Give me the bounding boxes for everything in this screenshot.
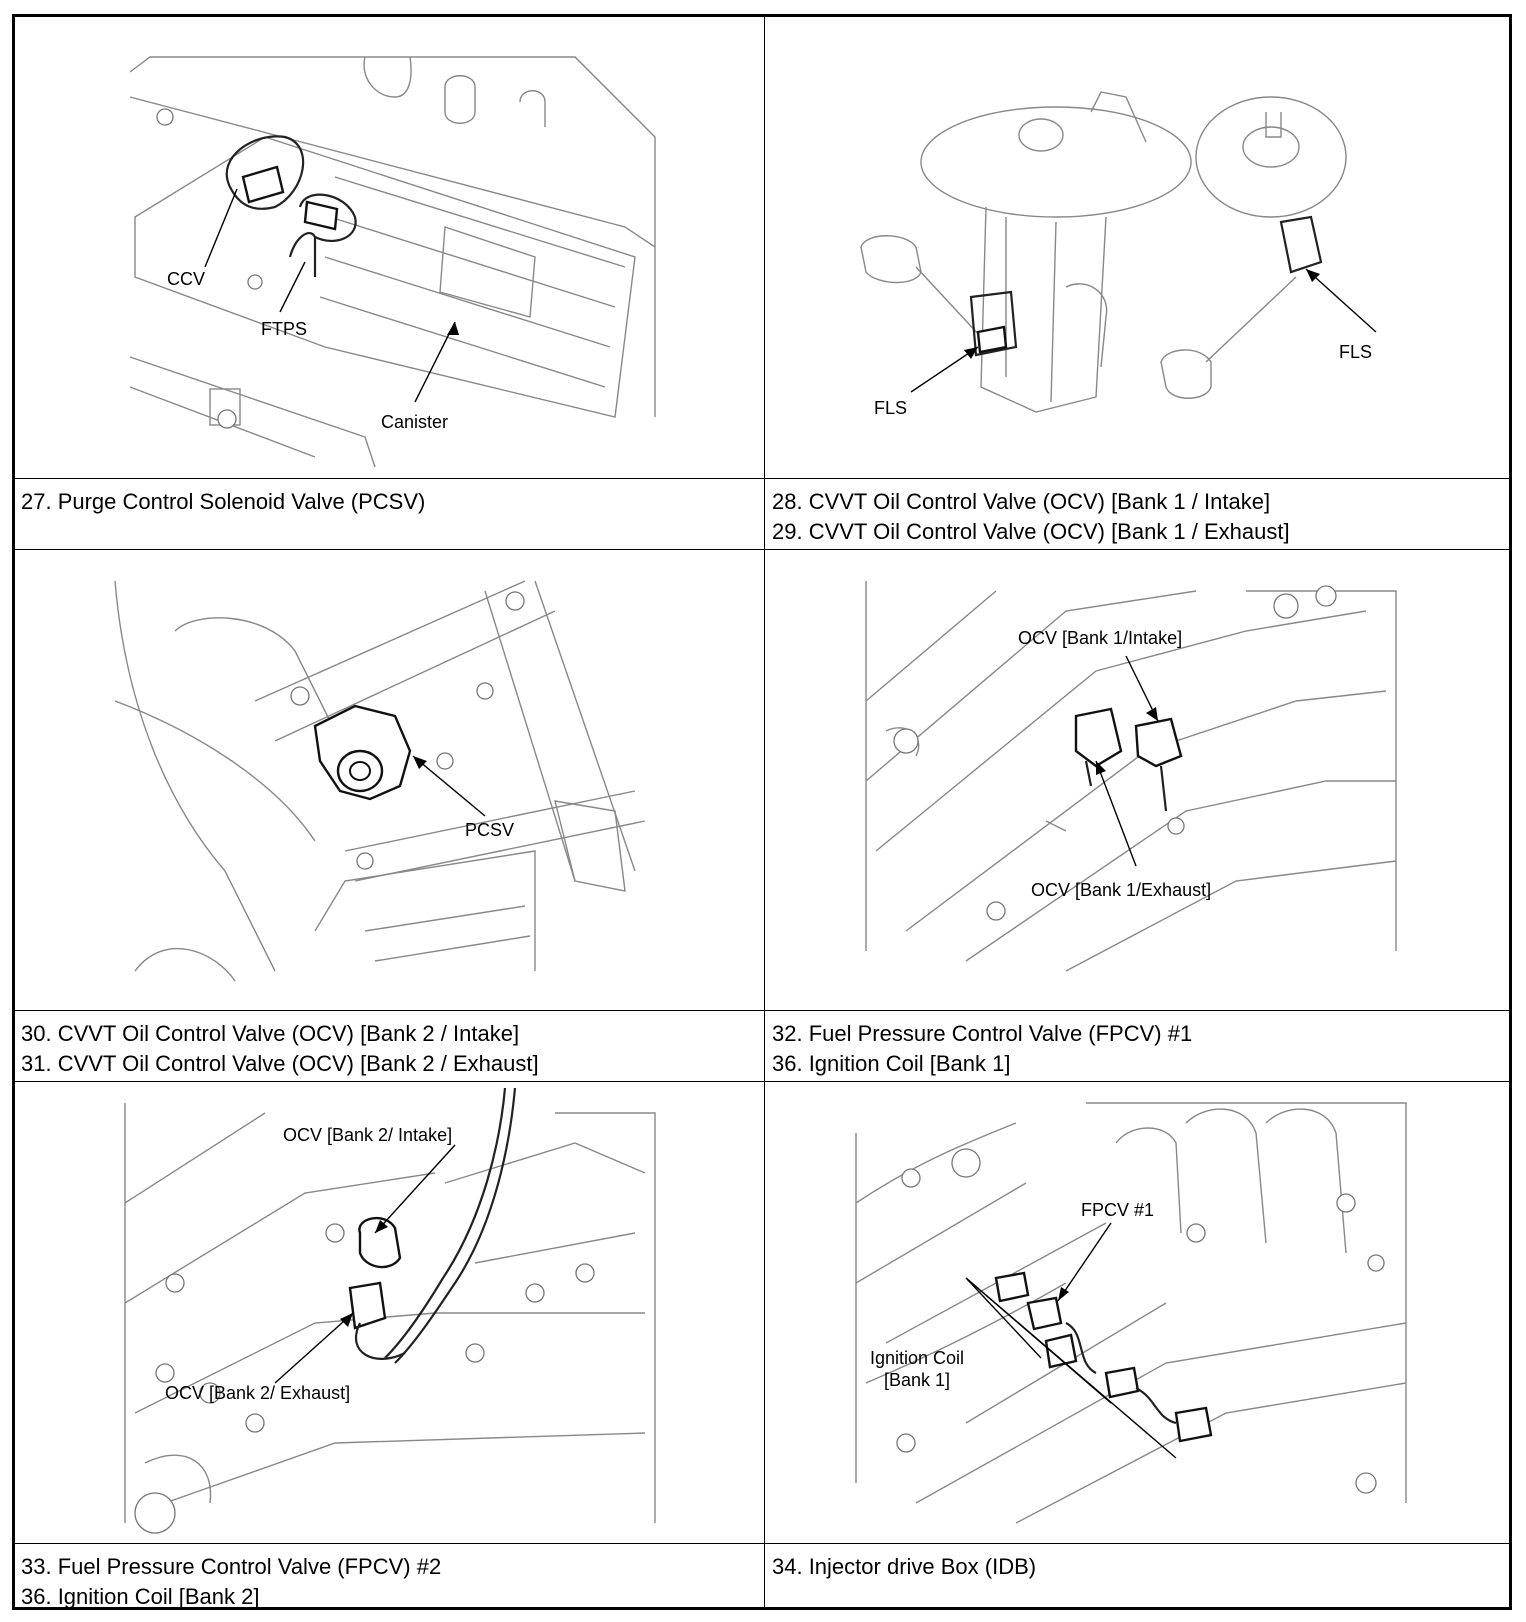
label-canister: Canister bbox=[381, 412, 448, 432]
caption-line: 31. CVVT Oil Control Valve (OCV) [Bank 2… bbox=[21, 1051, 539, 1076]
caption-line: 28. CVVT Oil Control Valve (OCV) [Bank 1… bbox=[772, 489, 1271, 514]
caption-line: 33. Fuel Pressure Control Valve (FPCV) #… bbox=[21, 1554, 442, 1579]
caption-line: 36. Ignition Coil [Bank 2] bbox=[21, 1584, 260, 1609]
diagram-ocv-bank1-drawing bbox=[865, 581, 1397, 972]
diagram-ocv-bank2-drawing bbox=[124, 1087, 656, 1534]
caption-line: 27. Purge Control Solenoid Valve (PCSV) bbox=[21, 489, 426, 514]
label-fls-right: FLS bbox=[1339, 342, 1372, 362]
diagram-pcsv: PCSV bbox=[15, 551, 764, 1010]
row-divider bbox=[15, 549, 1509, 550]
component-location-sheet: CCV FTPS Canister bbox=[12, 14, 1512, 1610]
caption-line: 32. Fuel Pressure Control Valve (FPCV) #… bbox=[772, 1021, 1193, 1046]
label-ocv-bank1-intake: OCV [Bank 1/Intake] bbox=[1018, 628, 1182, 648]
diagram-ocv-bank1: OCV [Bank 1/Intake] OCV [Bank 1/Exhaust] bbox=[766, 551, 1515, 1010]
label-fpcv-1: FPCV #1 bbox=[1081, 1200, 1154, 1220]
column-divider bbox=[764, 17, 765, 1607]
caption-cell: 34. Injector drive Box (IDB) bbox=[766, 1544, 1515, 1610]
caption-cell: 32. Fuel Pressure Control Valve (FPCV) #… bbox=[766, 1011, 1515, 1081]
diagram-fpcv-ignition-drawing bbox=[855, 1102, 1407, 1524]
caption-cell: 28. CVVT Oil Control Valve (OCV) [Bank 1… bbox=[766, 479, 1515, 549]
row-divider bbox=[15, 478, 1509, 479]
label-ocv-bank2-intake: OCV [Bank 2/ Intake] bbox=[283, 1125, 452, 1145]
diagram-fuel-pump-drawing bbox=[860, 91, 1377, 413]
label-fls-left: FLS bbox=[874, 398, 907, 418]
label-ftps: FTPS bbox=[261, 319, 307, 339]
caption-cell: 27. Purge Control Solenoid Valve (PCSV) bbox=[15, 479, 764, 549]
diagram-fuel-level-sensor: FLS FLS bbox=[766, 17, 1515, 478]
caption-line: 36. Ignition Coil [Bank 1] bbox=[772, 1051, 1011, 1076]
label-ccv: CCV bbox=[167, 269, 205, 289]
caption-cell: 33. Fuel Pressure Control Valve (FPCV) #… bbox=[15, 1544, 764, 1610]
caption-line: 30. CVVT Oil Control Valve (OCV) [Bank 2… bbox=[21, 1021, 520, 1046]
diagram-canister-drawing bbox=[129, 56, 656, 468]
caption-cell: 30. CVVT Oil Control Valve (OCV) [Bank 2… bbox=[15, 1011, 764, 1081]
row-divider bbox=[15, 1010, 1509, 1011]
label-ignition-coil-line2: [Bank 1] bbox=[884, 1370, 950, 1390]
diagram-pcsv-drawing bbox=[114, 580, 646, 982]
label-ignition-coil-line1: Ignition Coil bbox=[870, 1348, 964, 1368]
caption-line: 34. Injector drive Box (IDB) bbox=[772, 1554, 1037, 1579]
row-divider bbox=[15, 1081, 1509, 1082]
caption-line: 29. CVVT Oil Control Valve (OCV) [Bank 1… bbox=[772, 519, 1290, 544]
label-pcsv: PCSV bbox=[465, 820, 514, 840]
diagram-fpcv-ignition: FPCV #1 Ignition Coil [Bank 1] bbox=[766, 1083, 1515, 1543]
row-divider bbox=[15, 1543, 1509, 1544]
diagram-ocv-bank2: OCV [Bank 2/ Intake] OCV [Bank 2/ Exhaus… bbox=[15, 1083, 764, 1543]
diagram-canister: CCV FTPS Canister bbox=[15, 17, 764, 478]
label-ocv-bank1-exhaust: OCV [Bank 1/Exhaust] bbox=[1031, 880, 1211, 900]
label-ocv-bank2-exhaust: OCV [Bank 2/ Exhaust] bbox=[165, 1383, 350, 1403]
